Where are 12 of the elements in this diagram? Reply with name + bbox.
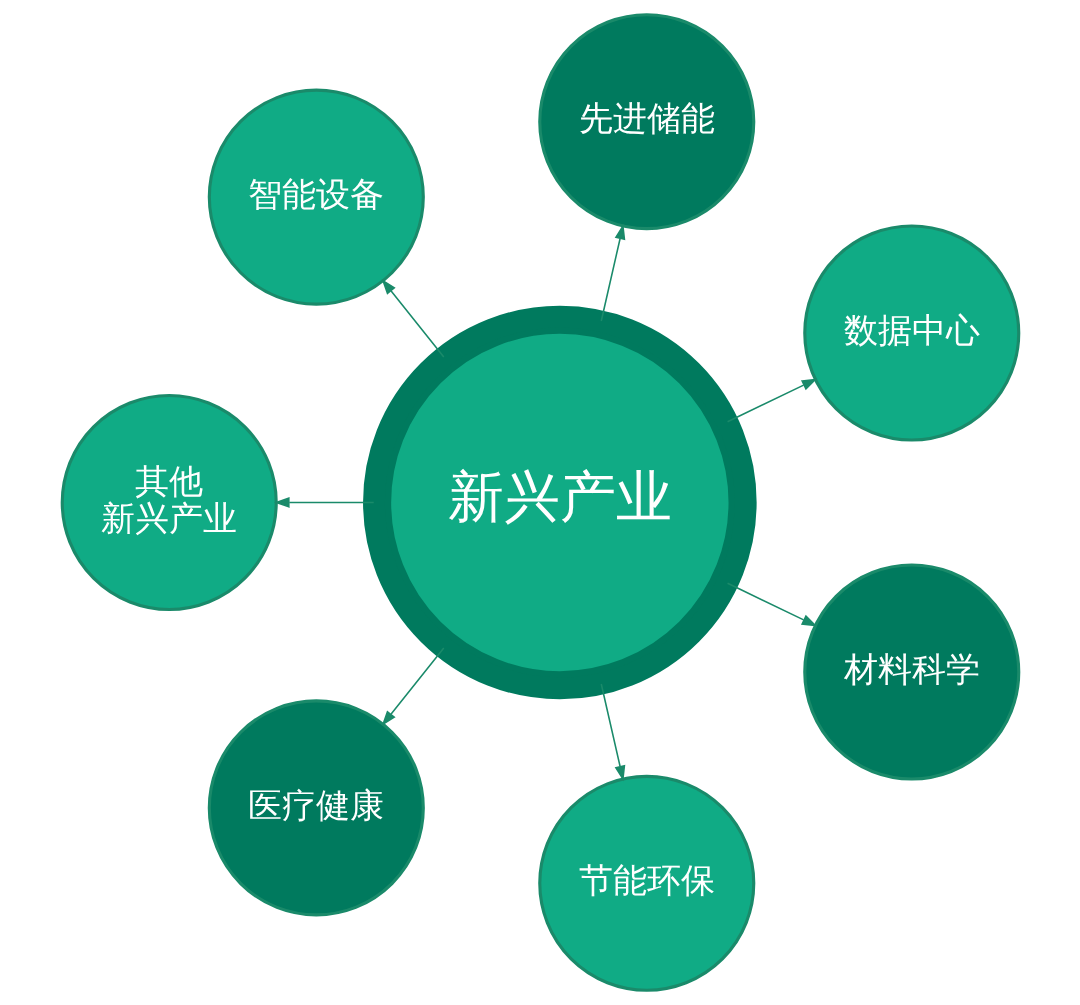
node-circle: 新兴产业 xyxy=(362,305,757,700)
arrow xyxy=(726,582,817,627)
node-circle: 节能环保 xyxy=(537,774,755,992)
node-circle: 医疗健康 xyxy=(207,699,425,917)
arrow xyxy=(273,497,374,508)
node-circle: 智能设备 xyxy=(207,88,425,306)
node-circle: 其他新兴产业 xyxy=(60,393,278,612)
arrow xyxy=(726,378,817,423)
arrow xyxy=(600,683,625,782)
arrow xyxy=(381,279,445,358)
arrow xyxy=(381,647,445,726)
node-circle: 先进储能 xyxy=(537,13,755,231)
